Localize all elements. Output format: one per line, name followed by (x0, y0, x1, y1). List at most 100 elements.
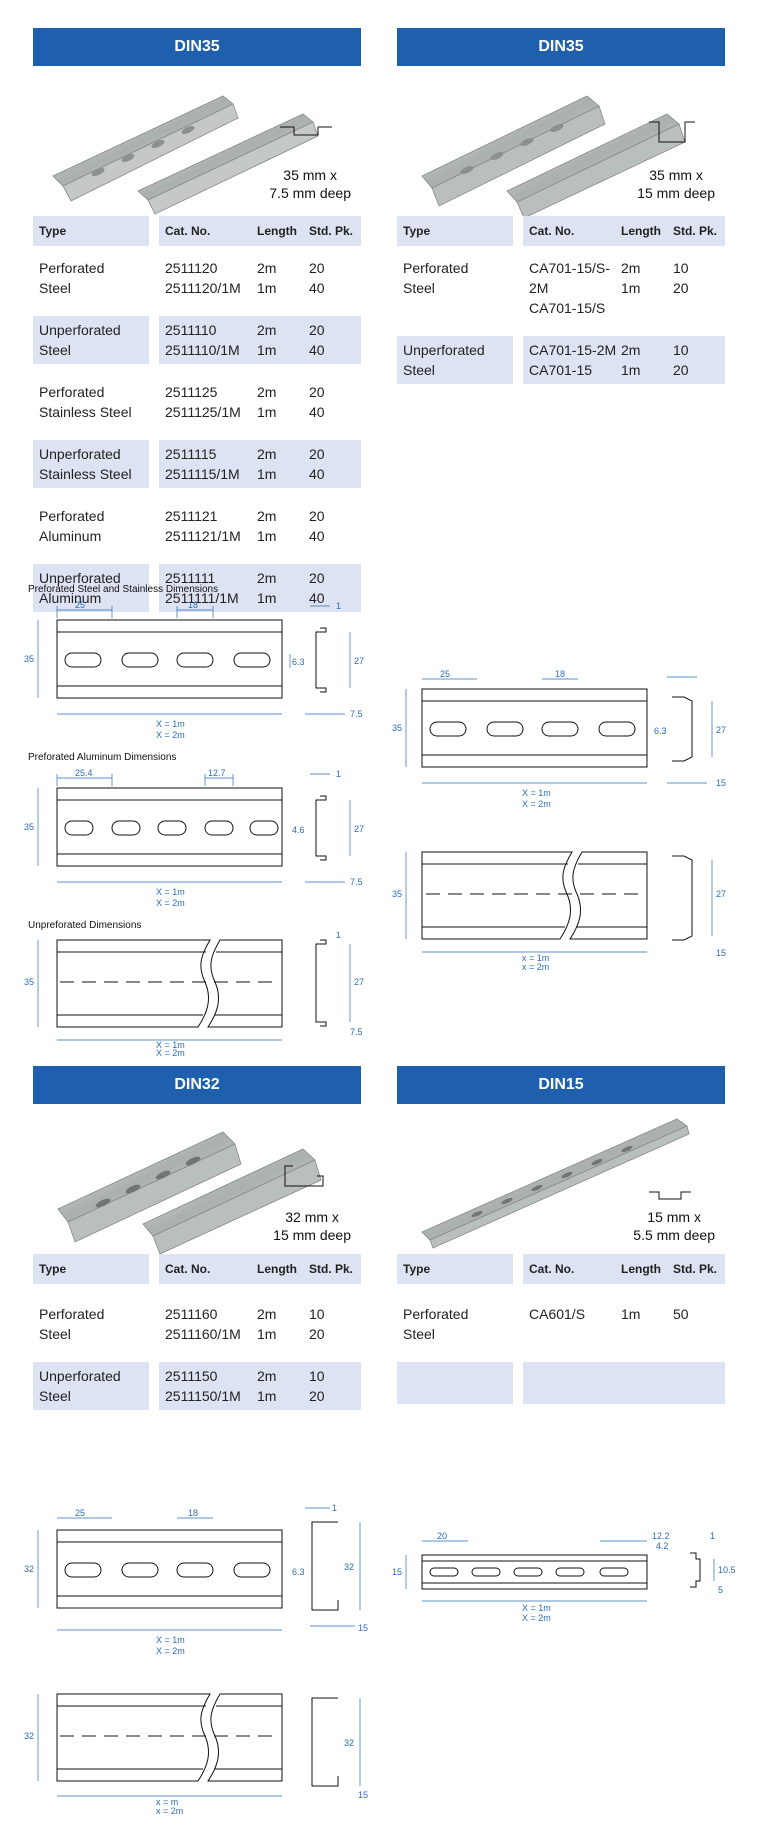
catalog-table: Type Cat. No. Length Std. Pk. Perforated… (397, 1254, 725, 1408)
size-width: 15 mm x (647, 1209, 701, 1225)
length: 1m (621, 280, 641, 296)
svg-text:27: 27 (354, 824, 364, 834)
type-line: Steel (403, 362, 435, 378)
type-line: Aluminum (39, 590, 102, 606)
svg-text:1: 1 (332, 1503, 337, 1513)
svg-text:x = m: x = m (156, 1797, 178, 1807)
size-depth: 15 mm deep (637, 185, 715, 201)
length: 2m (257, 1368, 277, 1384)
svg-text:20: 20 (437, 1531, 447, 1541)
rail-photo: 35 mm x 15 mm deep (397, 66, 725, 216)
table-header: Type Cat. No. Length Std. Pk. (33, 1254, 361, 1284)
cat-no: 2511120 (165, 260, 218, 276)
svg-text:27: 27 (716, 725, 726, 735)
catalog-table: Type Cat. No. Length Std. Pk. Perforated… (33, 1254, 361, 1414)
type-line: Stainless Steel (39, 466, 132, 482)
length: 1m (257, 1326, 277, 1342)
svg-text:7.5: 7.5 (350, 709, 363, 719)
perforated-steel-drawing: 25 18 35 6.3 27 1 7.5 X = 1m X = 2m (24, 600, 364, 740)
rail-size-label: 15 mm x 5.5 mm deep (633, 1208, 715, 1244)
din35-15-perforated-drawing: 25 18 35 6.3 27 15 X = 1m X = 2m (392, 669, 726, 809)
size-depth: 5.5 mm deep (633, 1227, 715, 1243)
cat-no: 2511111/1M (165, 590, 239, 606)
svg-text:x = 2m: x = 2m (156, 1806, 183, 1815)
svg-text:32: 32 (24, 1731, 34, 1741)
svg-text:15: 15 (358, 1623, 368, 1633)
std-pk: 20 (309, 570, 325, 586)
std-pk: 20 (309, 384, 325, 400)
svg-text:35: 35 (24, 822, 34, 832)
svg-text:x = 2m: x = 2m (522, 962, 549, 972)
length: 2m (621, 260, 641, 276)
svg-text:6.3: 6.3 (292, 1567, 305, 1577)
col-type: Type (33, 1254, 149, 1284)
std-pk: 10 (673, 342, 689, 358)
section-header: DIN35 (397, 28, 725, 66)
svg-text:12.2: 12.2 (652, 1531, 670, 1541)
table-header: Type Cat. No. Length Std. Pk. (397, 1254, 725, 1284)
type-line: Stainless Steel (39, 404, 132, 420)
rail-photo: 35 mm x 7.5 mm deep (33, 66, 361, 216)
cat-no: 2511160/1M (165, 1326, 241, 1342)
type-line: Steel (39, 1388, 71, 1404)
std-pk: 40 (309, 466, 325, 482)
length: 1m (257, 1388, 277, 1404)
svg-text:6.3: 6.3 (654, 726, 667, 736)
col-length: Length (257, 1254, 309, 1284)
table-header: Type Cat. No. Length Std. Pk. (397, 216, 725, 246)
col-std-pk: Std. Pk. (673, 1254, 725, 1284)
din32-perforated-drawing: 25 18 32 6.3 32 1 15 X = 1m X = 2m (24, 1503, 368, 1656)
length: 1m (257, 404, 277, 420)
svg-text:1: 1 (710, 1531, 715, 1541)
std-pk: 40 (309, 404, 325, 420)
cat-no: 2511115 (165, 446, 217, 462)
length: 1m (257, 342, 277, 358)
svg-text:1: 1 (336, 769, 341, 779)
std-pk: 20 (309, 260, 325, 276)
svg-text:15: 15 (358, 1790, 368, 1800)
svg-text:18: 18 (555, 669, 565, 679)
cat-no: 2511110 (165, 322, 217, 338)
type-line: Unperforated (39, 446, 121, 462)
cat-no: 2511160 (165, 1306, 218, 1322)
rail-photo: 32 mm x 15 mm deep (33, 1104, 361, 1254)
std-pk: 20 (309, 1388, 325, 1404)
svg-text:x = 1m: x = 1m (522, 953, 549, 963)
col-std-pk: Std. Pk. (309, 216, 361, 246)
type-line: Perforated (39, 384, 105, 400)
size-depth: 15 mm deep (273, 1227, 351, 1243)
svg-text:32: 32 (344, 1562, 354, 1572)
svg-text:X = 1m: X = 1m (522, 788, 551, 798)
catalog-table: Type Cat. No. Length Std. Pk. Perforated… (33, 216, 361, 616)
svg-text:18: 18 (188, 1508, 198, 1518)
cat-no: 2511125/1M (165, 404, 241, 420)
catalog-table: Type Cat. No. Length Std. Pk. Perforated… (397, 216, 725, 388)
svg-text:35: 35 (392, 723, 402, 733)
col-length: Length (257, 216, 309, 246)
din35-right-section: DIN35 35 mm x 15 mm deep Type Cat. No. L… (397, 28, 725, 394)
type-line: Steel (39, 280, 71, 296)
svg-text:35: 35 (392, 889, 402, 899)
svg-text:27: 27 (354, 656, 364, 666)
type-line: Unperforated (39, 322, 121, 338)
size-width: 35 mm x (283, 167, 337, 183)
din32-unperforated-drawing: 32 32 15 x = m x = 2m (24, 1693, 368, 1815)
cat-no: CA701-15 (529, 362, 593, 378)
svg-text:32: 32 (344, 1738, 354, 1748)
svg-text:35: 35 (24, 654, 34, 664)
svg-text:X = 2m: X = 2m (156, 1048, 185, 1057)
col-length: Length (621, 216, 673, 246)
svg-text:6.3: 6.3 (292, 657, 305, 667)
svg-text:15: 15 (392, 1567, 402, 1577)
col-type: Type (397, 216, 513, 246)
type-line: Steel (403, 1326, 435, 1342)
std-pk: 20 (309, 1326, 325, 1342)
svg-text:4.2: 4.2 (656, 1541, 669, 1551)
std-pk: 20 (309, 508, 325, 524)
